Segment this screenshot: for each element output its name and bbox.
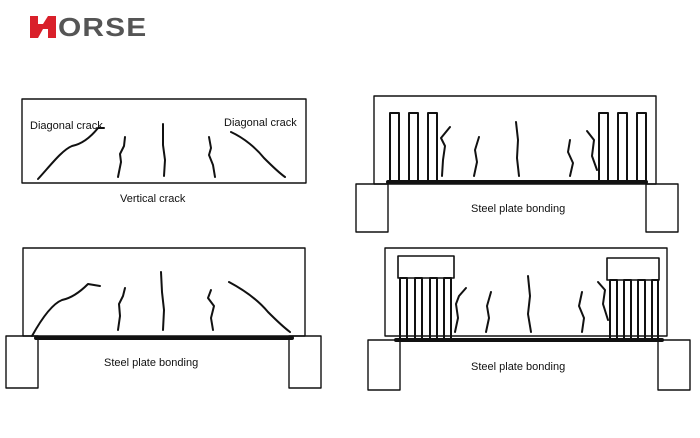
- panel-u-plates: [355, 95, 679, 233]
- crack-center: [160, 271, 165, 331]
- panel-bottom-plate: [5, 247, 322, 389]
- crack-diagonal-left: [31, 283, 101, 337]
- crack-diagonal-right: [228, 281, 291, 333]
- horse-logo: ORSE: [30, 14, 146, 40]
- anchor-plate-right: [606, 257, 660, 281]
- crack-left-inner: [473, 136, 480, 177]
- crack-right: [586, 130, 598, 171]
- crack-center: [515, 121, 520, 177]
- crack-diagonal-right: [230, 131, 286, 178]
- crack-right-inner: [567, 139, 574, 177]
- logo-wordmark: ORSE: [58, 12, 148, 42]
- label-vertical-crack: Vertical crack: [120, 193, 186, 205]
- u-plates-right: [598, 112, 647, 183]
- crack-left: [454, 287, 467, 333]
- crack-right-inner: [578, 291, 585, 333]
- crack-left-inner: [117, 136, 126, 178]
- support-left: [5, 335, 39, 389]
- u-plates-left: [399, 277, 452, 341]
- anchor-plate-left: [397, 255, 455, 279]
- label-steel-plate-bonding: Steel plate bonding: [104, 357, 199, 369]
- label-steel-plate-bonding: Steel plate bonding: [471, 361, 566, 373]
- label-diagonal-crack-right: Diagonal crack: [224, 117, 297, 129]
- support-left: [367, 339, 401, 391]
- label-steel-plate-bonding: Steel plate bonding: [471, 203, 566, 215]
- crack-right-inner: [207, 289, 215, 331]
- beam-outline: [384, 247, 668, 337]
- support-left: [355, 183, 389, 233]
- horse-logo-mark-icon: [30, 16, 56, 38]
- support-right: [288, 335, 322, 389]
- u-plates-left: [389, 112, 438, 183]
- panel-unreinforced-beam: [21, 98, 307, 184]
- label-diagonal-crack-left: Diagonal crack: [30, 120, 103, 132]
- crack-center: [527, 275, 532, 333]
- crack-left-inner: [485, 291, 492, 333]
- crack-diagonal-left: [37, 127, 105, 180]
- crack-center: [162, 123, 166, 177]
- crack-left: [440, 126, 451, 177]
- support-right: [657, 339, 691, 391]
- u-plates-right: [609, 279, 659, 341]
- panel-anchored-plates: [367, 247, 691, 391]
- beam-outline: [373, 95, 657, 185]
- support-right: [645, 183, 679, 233]
- beam-outline: [21, 98, 307, 184]
- crack-right: [597, 281, 609, 321]
- crack-left-inner: [117, 287, 126, 331]
- crack-right-inner: [208, 136, 216, 178]
